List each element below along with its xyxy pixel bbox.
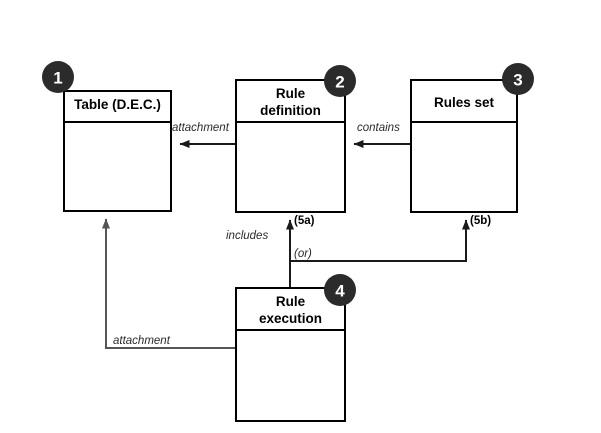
edge-label-attachment-bottom: attachment (113, 335, 171, 347)
edge-includes-5b (290, 219, 470, 262)
badge-table-dec-number: 1 (53, 69, 62, 88)
badge-rule-definition-number: 2 (335, 73, 344, 92)
step-label-5a: (5a) (294, 215, 315, 227)
box-rule-definition-title-line1: Rule (276, 86, 306, 101)
box-rule-definition[interactable]: Rule definition (235, 79, 346, 213)
step-label-5b: (5b) (470, 215, 491, 227)
box-table-dec-title: Table (D.E.C.) (74, 97, 161, 112)
box-rules-set[interactable]: Rules set (410, 79, 518, 213)
edge-attachment-bottom (102, 218, 236, 349)
badge-rule-execution-number: 4 (335, 282, 345, 301)
box-rule-execution-title-line1: Rule (276, 294, 306, 309)
badge-table-dec: 1 (42, 61, 74, 93)
badge-rule-definition: 2 (324, 65, 356, 97)
edge-label-includes: includes (226, 230, 268, 242)
box-table-dec[interactable]: Table (D.E.C.) (63, 90, 172, 212)
edge-label-contains: contains (357, 122, 400, 134)
badge-rules-set: 3 (502, 63, 534, 95)
box-rule-definition-title-line2: definition (260, 103, 321, 118)
badge-rules-set-number: 3 (513, 71, 522, 90)
box-rule-execution[interactable]: Rule execution (235, 287, 346, 422)
badge-rule-execution: 4 (324, 274, 356, 306)
box-rule-execution-title-line2: execution (259, 311, 322, 326)
edge-label-or: (or) (294, 248, 312, 260)
box-rules-set-title: Rules set (434, 95, 495, 110)
edge-label-attachment-top: attachment (172, 122, 230, 134)
